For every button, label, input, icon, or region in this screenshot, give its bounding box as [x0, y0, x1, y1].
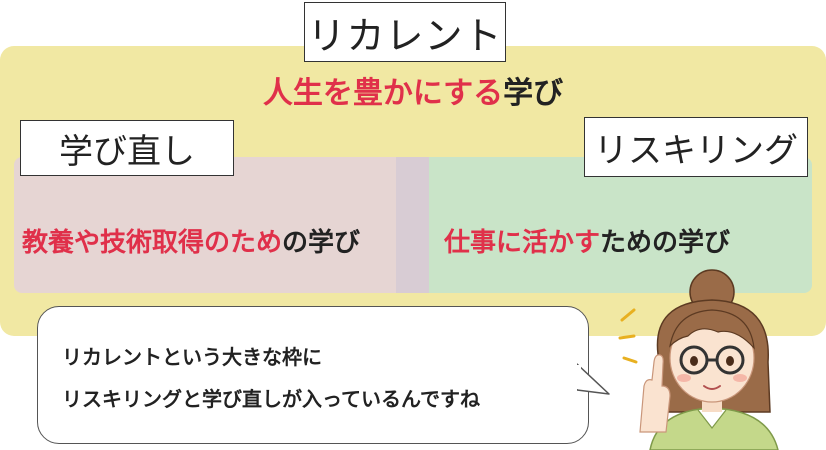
relearning-description: 教養や技術取得のための学び: [22, 222, 360, 259]
bubble-line-2: リスキリングと学び直しが入っているんですね: [62, 387, 480, 411]
title-text: リカレント: [307, 13, 503, 58]
subtitle: 人生を豊かにする学び: [0, 68, 826, 112]
overlap-area: [396, 157, 429, 293]
subtitle-highlight: 人生を豊かにする: [262, 76, 504, 111]
relearning-label: 学び直し: [59, 131, 195, 172]
speech-bubble-tail: [577, 363, 610, 395]
relearning-highlight: 教養や技術取得のため: [22, 228, 283, 258]
reskilling-highlight: 仕事に活かす: [444, 228, 601, 258]
relearning-label-box: 学び直し: [20, 120, 234, 176]
relearning-panel: [14, 157, 429, 293]
bubble-line-1: リカレントという大きな枠に: [62, 345, 322, 369]
reskilling-description: 仕事に活かすための学び: [444, 222, 730, 259]
relearning-rest: の学び: [282, 228, 361, 258]
reskilling-label: リスキリング: [594, 130, 798, 171]
speech-bubble: リカレントという大きな枠に リスキリングと学び直しが入っているんですね: [37, 306, 589, 444]
reskilling-label-box: リスキリング: [584, 117, 808, 177]
reskilling-panel: [396, 157, 812, 293]
reskilling-rest: ための学び: [600, 228, 731, 258]
title-box: リカレント: [304, 2, 506, 62]
woman-pointing-illustration: [618, 269, 779, 450]
subtitle-rest: 学び: [503, 76, 564, 111]
sparkle-icon: [618, 308, 638, 364]
